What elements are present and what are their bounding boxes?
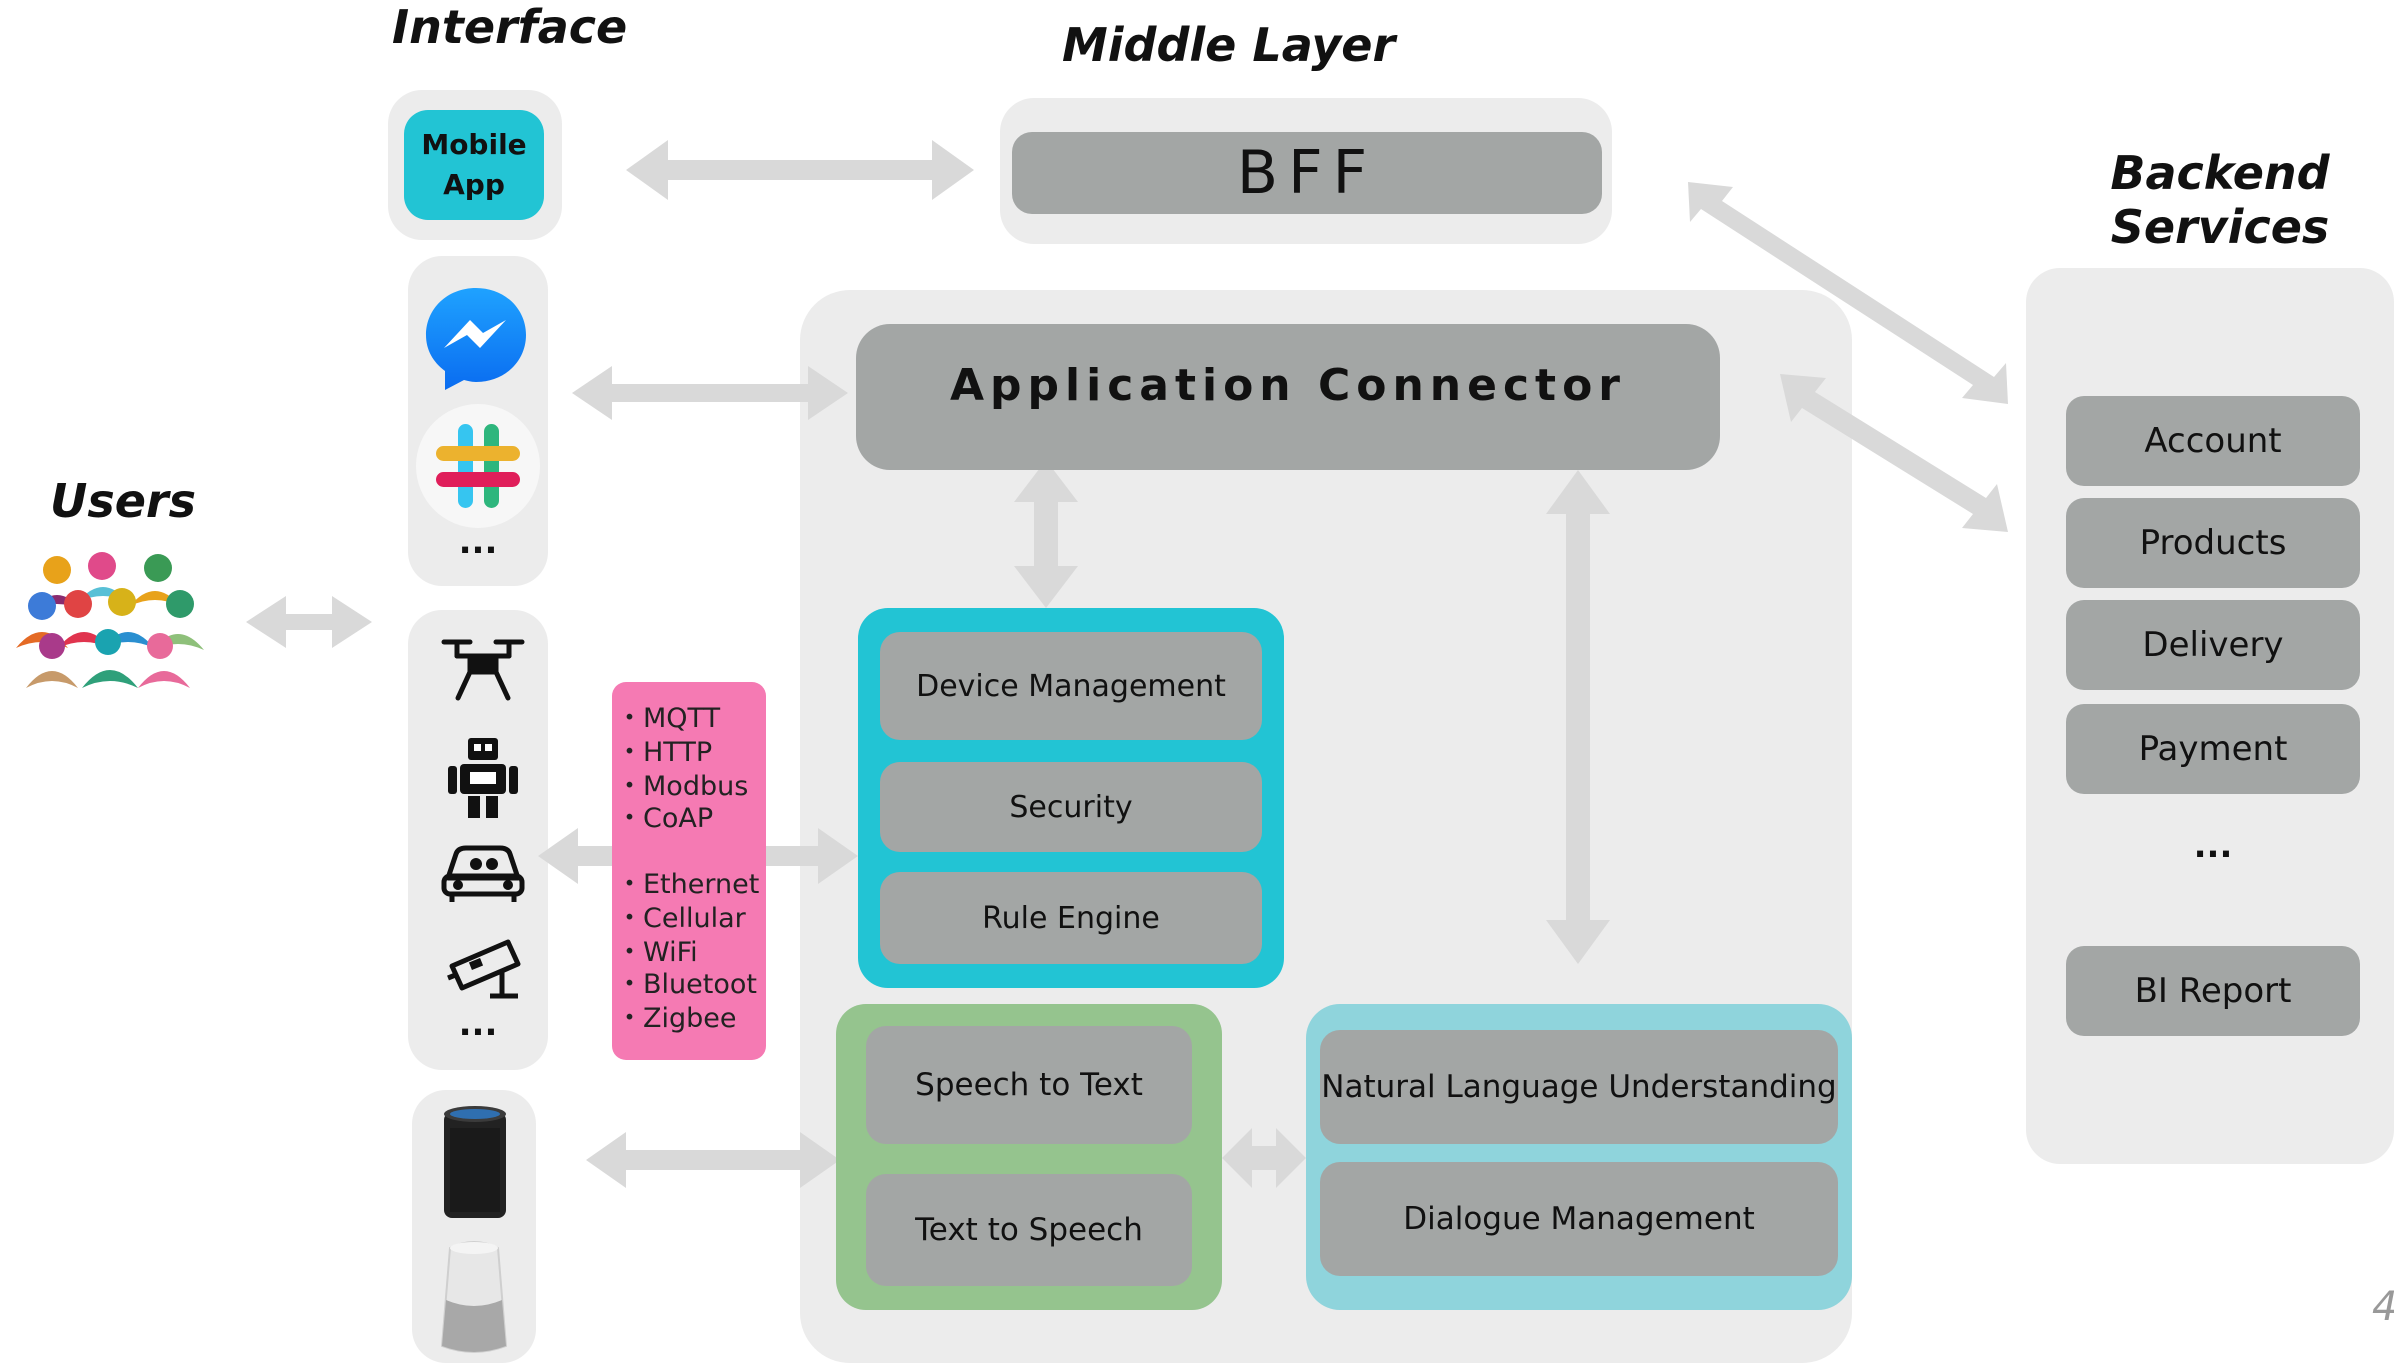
application-connector-box[interactable]: Application Connector bbox=[856, 324, 1720, 470]
car-icon[interactable] bbox=[440, 840, 526, 904]
iot-devices-ellipsis: ... bbox=[458, 1004, 498, 1044]
drone-icon[interactable] bbox=[440, 636, 526, 706]
text-to-speech-box[interactable]: Text to Speech bbox=[866, 1174, 1192, 1286]
middle-layer-heading: Middle Layer bbox=[1062, 18, 1396, 72]
bi-report-box[interactable]: BI Report bbox=[2066, 946, 2360, 1036]
iot-devices-panel bbox=[408, 610, 548, 1070]
products-label: Products bbox=[2139, 523, 2287, 563]
arrow-users-interface bbox=[246, 596, 372, 648]
delivery-box[interactable]: Delivery bbox=[2066, 600, 2360, 690]
users-crowd-icon bbox=[16, 552, 204, 688]
natural-language-understanding-label: Natural Language Understanding bbox=[1321, 1069, 1837, 1105]
mobile-app-box[interactable]: Mobile App bbox=[404, 110, 544, 220]
protocol-coap: ・CoAP bbox=[616, 803, 714, 834]
dialogue-management-label: Dialogue Management bbox=[1403, 1201, 1755, 1237]
speech-to-text-box[interactable]: Speech to Text bbox=[866, 1026, 1192, 1144]
payment-label: Payment bbox=[2138, 729, 2288, 769]
device-management-box[interactable]: Device Management bbox=[880, 632, 1262, 740]
protocol-cellular: ・Cellular bbox=[616, 903, 746, 934]
protocol-http: ・HTTP bbox=[616, 737, 713, 768]
arrow-chat-connector bbox=[572, 366, 848, 420]
arrow-connector-nlu bbox=[1546, 470, 1610, 964]
device-management-label: Device Management bbox=[916, 668, 1226, 704]
slack-icon[interactable] bbox=[428, 416, 528, 516]
users-heading: Users bbox=[50, 474, 196, 528]
mobile-app-label: Mobile App bbox=[421, 128, 527, 201]
arrow-connector-devices bbox=[1014, 460, 1078, 608]
account-box[interactable]: Account bbox=[2066, 396, 2360, 486]
security-label: Security bbox=[1009, 789, 1133, 825]
bff-label: BFF bbox=[1236, 138, 1378, 208]
arrow-mobile-bff bbox=[626, 140, 974, 200]
security-camera-icon[interactable] bbox=[446, 936, 524, 1000]
protocol-modbus: ・Modbus bbox=[616, 771, 749, 802]
security-box[interactable]: Security bbox=[880, 762, 1262, 852]
bi-report-label: BI Report bbox=[2134, 971, 2292, 1011]
text-to-speech-label: Text to Speech bbox=[915, 1212, 1143, 1248]
arrow-speakers-speech bbox=[586, 1132, 840, 1188]
interface-heading: Interface bbox=[392, 0, 628, 54]
protocol-mqtt: ・MQTT bbox=[616, 703, 721, 734]
slack-icon-bg bbox=[416, 404, 540, 528]
payment-box[interactable]: Payment bbox=[2066, 704, 2360, 794]
backend-ellipsis: ... bbox=[2193, 826, 2233, 866]
echo-speaker-icon[interactable] bbox=[440, 1104, 510, 1222]
page-number: 4 bbox=[2372, 1284, 2394, 1330]
protocol-ethernet: ・Ethernet bbox=[616, 869, 760, 900]
application-connector-label: Application Connector bbox=[949, 360, 1627, 411]
protocols-box: ・MQTT ・HTTP ・Modbus ・CoAP ・Ethernet ・Cel… bbox=[612, 682, 766, 1060]
protocol-zigbee: ・Zigbee bbox=[616, 1003, 737, 1034]
google-home-icon[interactable] bbox=[434, 1238, 514, 1356]
natural-language-understanding-box[interactable]: Natural Language Understanding bbox=[1320, 1030, 1838, 1144]
products-box[interactable]: Products bbox=[2066, 498, 2360, 588]
dialogue-management-box[interactable]: Dialogue Management bbox=[1320, 1162, 1838, 1276]
delivery-label: Delivery bbox=[2142, 625, 2284, 665]
rule-engine-label: Rule Engine bbox=[982, 900, 1160, 936]
speech-to-text-label: Speech to Text bbox=[915, 1067, 1143, 1103]
arrow-bff-backend bbox=[1688, 182, 2008, 404]
protocol-bluetooth: ・Bluetoot bbox=[616, 969, 757, 1000]
backend-services-heading: Backend Services bbox=[2110, 146, 2330, 254]
robot-icon[interactable] bbox=[446, 736, 520, 820]
protocol-wifi: ・WiFi bbox=[616, 937, 698, 968]
messenger-icon[interactable] bbox=[420, 282, 532, 394]
chat-apps-ellipsis: ... bbox=[458, 522, 498, 562]
arrow-connector-backend bbox=[1780, 374, 2008, 532]
arrow-speech-nlu bbox=[1222, 1128, 1306, 1188]
account-label: Account bbox=[2144, 421, 2282, 461]
rule-engine-box[interactable]: Rule Engine bbox=[880, 872, 1262, 964]
bff-box[interactable]: BFF bbox=[1012, 132, 1602, 214]
